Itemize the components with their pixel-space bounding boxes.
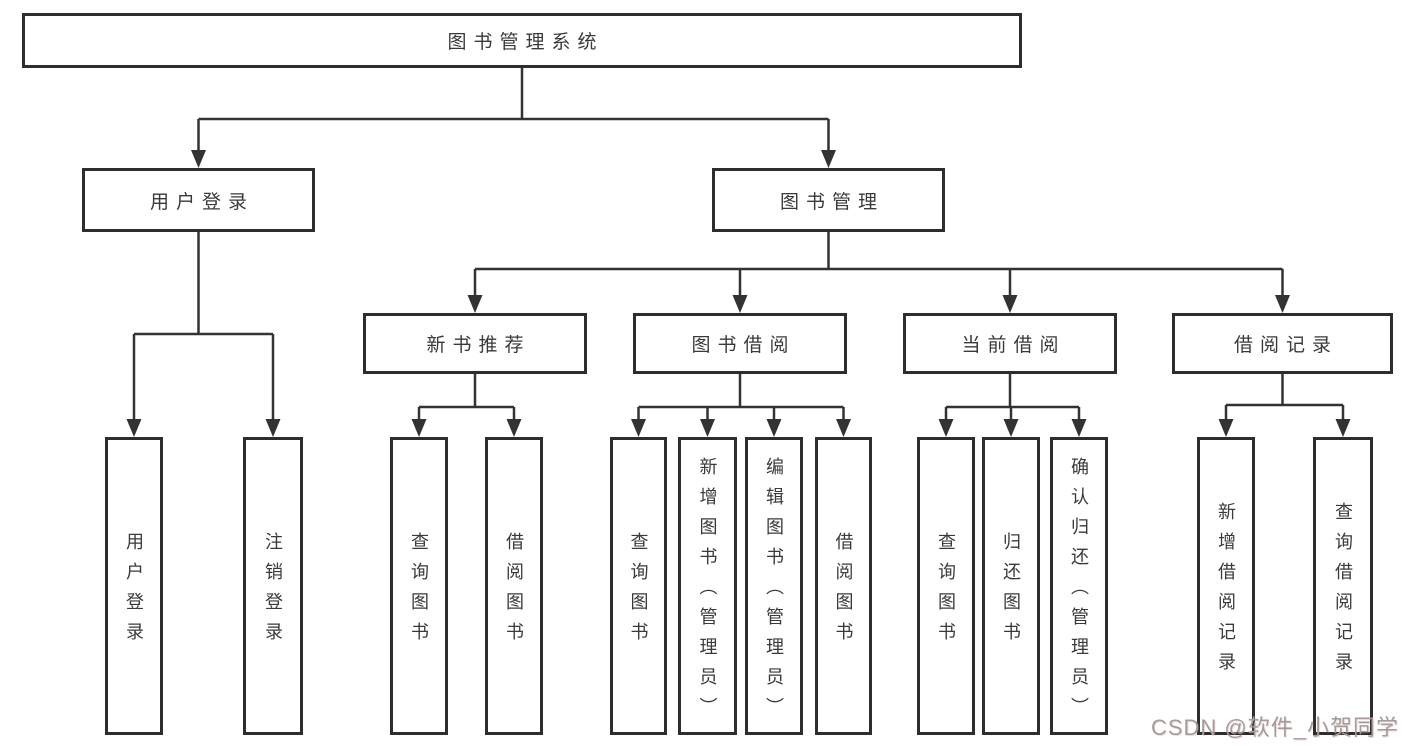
arrowhead (836, 419, 851, 437)
leaf-label: 归还图书 (1001, 532, 1021, 652)
node-new-book-recommend: 新书推荐 (363, 313, 587, 374)
arrowhead (1003, 419, 1019, 437)
leaf-borrowing-borrow-books: 借阅图书 (815, 437, 872, 735)
leaf-newrec-query-books: 查询图书 (390, 437, 448, 735)
node-borrowing-records: 借阅记录 (1172, 313, 1393, 374)
arrowhead (126, 419, 142, 437)
connector-book-borrowing-split (631, 374, 851, 437)
node-user-login: 用户登录 (82, 168, 315, 232)
csdn-watermark: CSDN @软件_小贺同学 (1150, 715, 1399, 740)
arrowhead (265, 419, 281, 437)
arrowhead (1002, 295, 1018, 313)
leaf-label: 注销登录 (263, 532, 283, 652)
leaf-borrowing-edit-books-admin: 编辑图书（管理员） (745, 437, 803, 735)
connector-book-management-split (467, 232, 1290, 313)
arrowhead (1071, 419, 1087, 437)
arrowhead (506, 419, 522, 437)
node-book-borrowing: 图书借阅 (633, 313, 847, 374)
connector-root-split (191, 68, 836, 168)
leaf-label: 用户登录 (124, 532, 144, 652)
connector-new-book-split (411, 374, 522, 437)
leaf-user-login: 用户登录 (105, 437, 163, 735)
arrowhead (938, 419, 954, 437)
leaf-newrec-borrow-books: 借阅图书 (485, 437, 543, 735)
arrowhead (631, 419, 646, 437)
leaf-label: 确认归还（管理员） (1069, 457, 1089, 727)
leaf-current-return-books: 归还图书 (982, 437, 1040, 735)
arrowhead (467, 295, 483, 313)
leaf-label: 新增图书（管理员） (697, 457, 718, 727)
arrowhead (1218, 419, 1234, 437)
leaf-label: 查询图书 (628, 532, 649, 652)
arrowhead (1275, 295, 1290, 313)
leaf-label: 查询借阅记录 (1333, 502, 1353, 682)
leaf-label: 新增借阅记录 (1216, 502, 1236, 682)
arrowhead (732, 295, 748, 313)
leaf-logout-login: 注销登录 (243, 437, 303, 735)
node-root-library-system: 图书管理系统 (22, 13, 1022, 68)
arrowhead (700, 419, 715, 437)
connector-borrowing-records-split (1218, 374, 1351, 437)
node-current-borrowing: 当前借阅 (903, 313, 1117, 374)
arrowhead (1335, 419, 1351, 437)
connector-user-login-split (126, 232, 281, 437)
leaf-label: 借阅图书 (504, 532, 524, 652)
leaf-current-query-books: 查询图书 (917, 437, 975, 735)
leaf-label: 借阅图书 (833, 532, 854, 652)
arrowhead (766, 419, 782, 437)
node-book-management: 图书管理 (712, 168, 945, 232)
leaf-label: 查询图书 (936, 532, 956, 652)
leaf-current-confirm-return-admin: 确认归还（管理员） (1050, 437, 1108, 735)
leaf-records-query-record: 查询借阅记录 (1313, 437, 1373, 735)
leaf-borrowing-query-books: 查询图书 (610, 437, 667, 735)
leaf-label: 编辑图书（管理员） (764, 457, 784, 727)
arrowhead (821, 150, 836, 168)
arrowhead (191, 150, 206, 168)
leaf-records-add-record: 新增借阅记录 (1197, 437, 1255, 735)
leaf-label: 查询图书 (409, 532, 429, 652)
arrowhead (411, 419, 427, 437)
connector-current-borrowing-split (938, 374, 1087, 437)
leaf-borrowing-add-books-admin: 新增图书（管理员） (678, 437, 737, 735)
